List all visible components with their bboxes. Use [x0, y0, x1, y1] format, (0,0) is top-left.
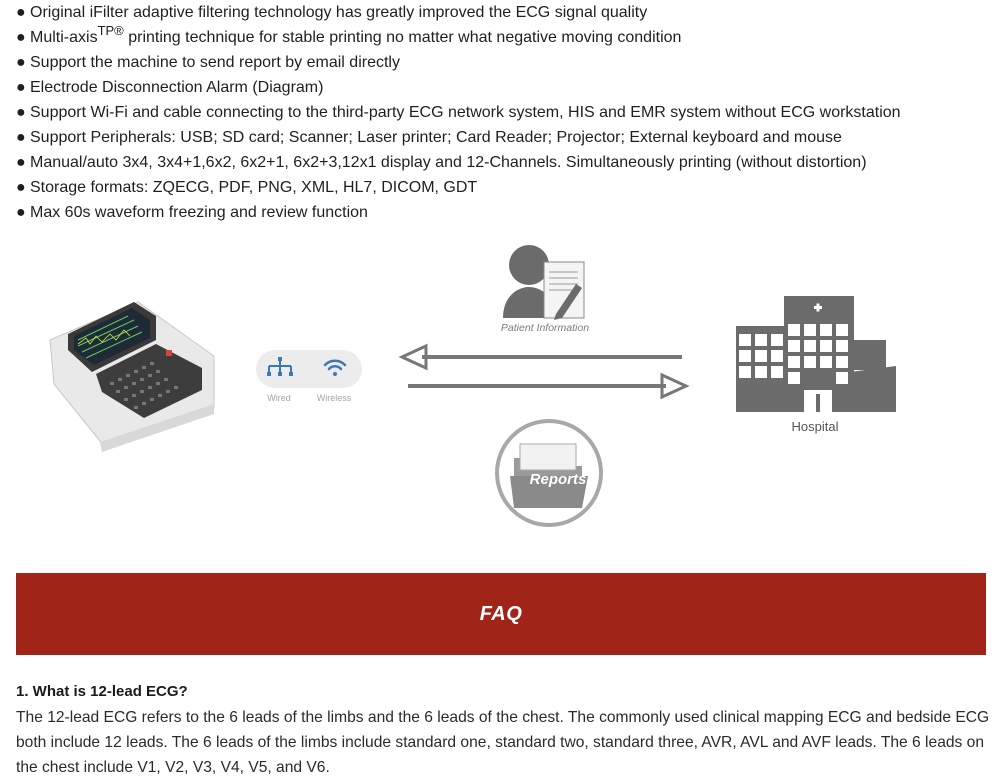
bullet: ● [16, 179, 26, 196]
hospital-building-icon [736, 296, 896, 412]
reports-label: Reports [530, 471, 587, 488]
bullet: ● [16, 29, 26, 46]
faq-title: FAQ [479, 602, 523, 625]
feature-text: Original iFilter adaptive filtering tech… [30, 4, 648, 21]
reports-folder-icon [495, 419, 603, 527]
feature-text: Electrode Disconnection Alarm (Diagram) [30, 79, 324, 96]
feature-list: ●Original iFilter adaptive filtering tec… [16, 0, 986, 225]
ecg-machine-image [49, 301, 215, 452]
faq-answer: The 12-lead ECG refers to the 6 leads of… [16, 709, 990, 776]
arrow-to-device-icon [398, 343, 682, 371]
wired-label: Wired [267, 393, 291, 403]
hospital-label: Hospital [792, 419, 839, 434]
trademark-superscript: TP® [97, 23, 124, 38]
feature-item: ●Max 60s waveform freezing and review fu… [16, 200, 986, 225]
feature-text: Max 60s waveform freezing and review fun… [30, 204, 368, 221]
feature-text: Manual/auto 3x4, 3x4+1,6x2, 6x2+1, 6x2+3… [30, 154, 867, 171]
feature-item: ●Support Peripherals: USB; SD card; Scan… [16, 125, 986, 150]
faq-question: 1. What is 12-lead ECG? [16, 683, 188, 700]
feature-text: printing technique for stable printing n… [123, 29, 682, 46]
feature-text: Support the machine to send report by em… [30, 54, 400, 71]
feature-item: ●Support the machine to send report by e… [16, 50, 986, 75]
bullet: ● [16, 104, 26, 121]
wired-network-icon [267, 357, 293, 376]
patient-information-icon [503, 245, 585, 320]
connectivity-diagram: Wired Wireless Patient Information Repor… [49, 245, 896, 527]
feature-item: ●Manual/auto 3x4, 3x4+1,6x2, 6x2+1, 6x2+… [16, 150, 986, 175]
wireless-label: Wireless [317, 393, 352, 403]
feature-text: Support Wi-Fi and cable connecting to th… [30, 104, 901, 121]
connection-types-badge [256, 350, 362, 388]
feature-item: ●Multi-axisTP® printing technique for st… [16, 23, 986, 50]
feature-item: ●Storage formats: ZQECG, PDF, PNG, XML, … [16, 175, 986, 200]
bullet: ● [16, 204, 26, 221]
feature-item: ●Support Wi-Fi and cable connecting to t… [16, 100, 986, 125]
feature-text: Support Peripherals: USB; SD card; Scann… [30, 129, 842, 146]
feature-item: ●Original iFilter adaptive filtering tec… [16, 0, 986, 25]
wireless-icon [323, 359, 347, 376]
bullet: ● [16, 79, 26, 96]
patient-information-label: Patient Information [501, 322, 589, 334]
bullet: ● [16, 54, 26, 71]
faq-banner: FAQ [16, 573, 986, 655]
feature-text: Storage formats: ZQECG, PDF, PNG, XML, H… [30, 179, 478, 196]
feature-text: Multi-axis [30, 29, 98, 46]
bullet: ● [16, 154, 26, 171]
bullet: ● [16, 129, 26, 146]
arrow-to-hospital-icon [408, 372, 690, 400]
feature-item: ●Electrode Disconnection Alarm (Diagram) [16, 75, 986, 100]
bullet: ● [16, 4, 26, 21]
